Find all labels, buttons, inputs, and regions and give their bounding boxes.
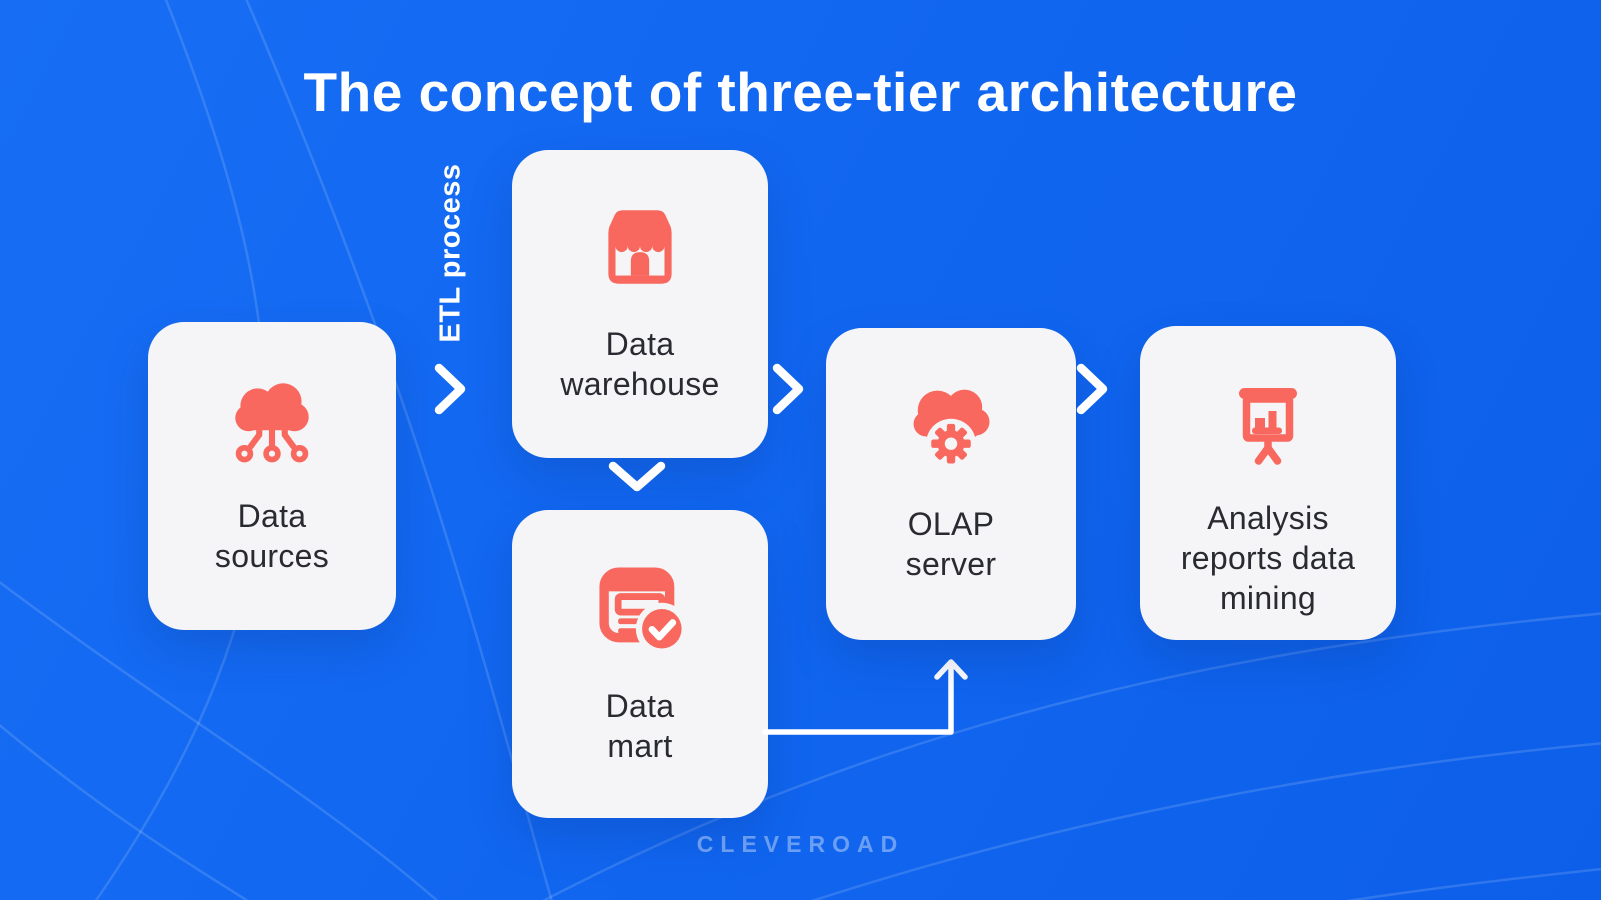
- card-analysis-reports: Analysis reports data mining: [1140, 326, 1396, 640]
- presentation-chart-icon: [1239, 388, 1297, 465]
- card-label-data-warehouse: Data warehouse: [560, 326, 720, 402]
- cloud-network-icon: [235, 383, 309, 463]
- cleveroad-watermark: CLEVEROAD: [696, 831, 905, 857]
- card-label-olap-server: OLAP server: [905, 506, 997, 582]
- cloud-gear-icon: [913, 389, 990, 469]
- card-data-sources: Data sources: [148, 322, 396, 630]
- document-check-icon: [599, 567, 688, 655]
- etl-process-label: ETL process: [434, 163, 467, 343]
- page-title: The concept of three-tier architecture: [303, 61, 1298, 123]
- arrow-sources-to-warehouse-icon: [434, 363, 466, 415]
- card-data-mart: Data mart: [512, 510, 768, 818]
- arrow-mart-to-olap: [762, 659, 968, 735]
- card-label-data-mart: Data mart: [605, 688, 675, 764]
- arrow-olap-to-analysis-icon: [1076, 363, 1108, 415]
- store-icon: [608, 210, 672, 284]
- arrow-warehouse-to-mart-icon: [608, 461, 666, 492]
- card-label-analysis: Analysis reports data mining: [1180, 500, 1356, 616]
- card-label-data-sources: Data sources: [214, 498, 330, 574]
- card-data-warehouse: Data warehouse: [512, 150, 768, 458]
- card-olap-server: OLAP server: [826, 328, 1076, 640]
- arrow-warehouse-to-olap-icon: [772, 363, 804, 415]
